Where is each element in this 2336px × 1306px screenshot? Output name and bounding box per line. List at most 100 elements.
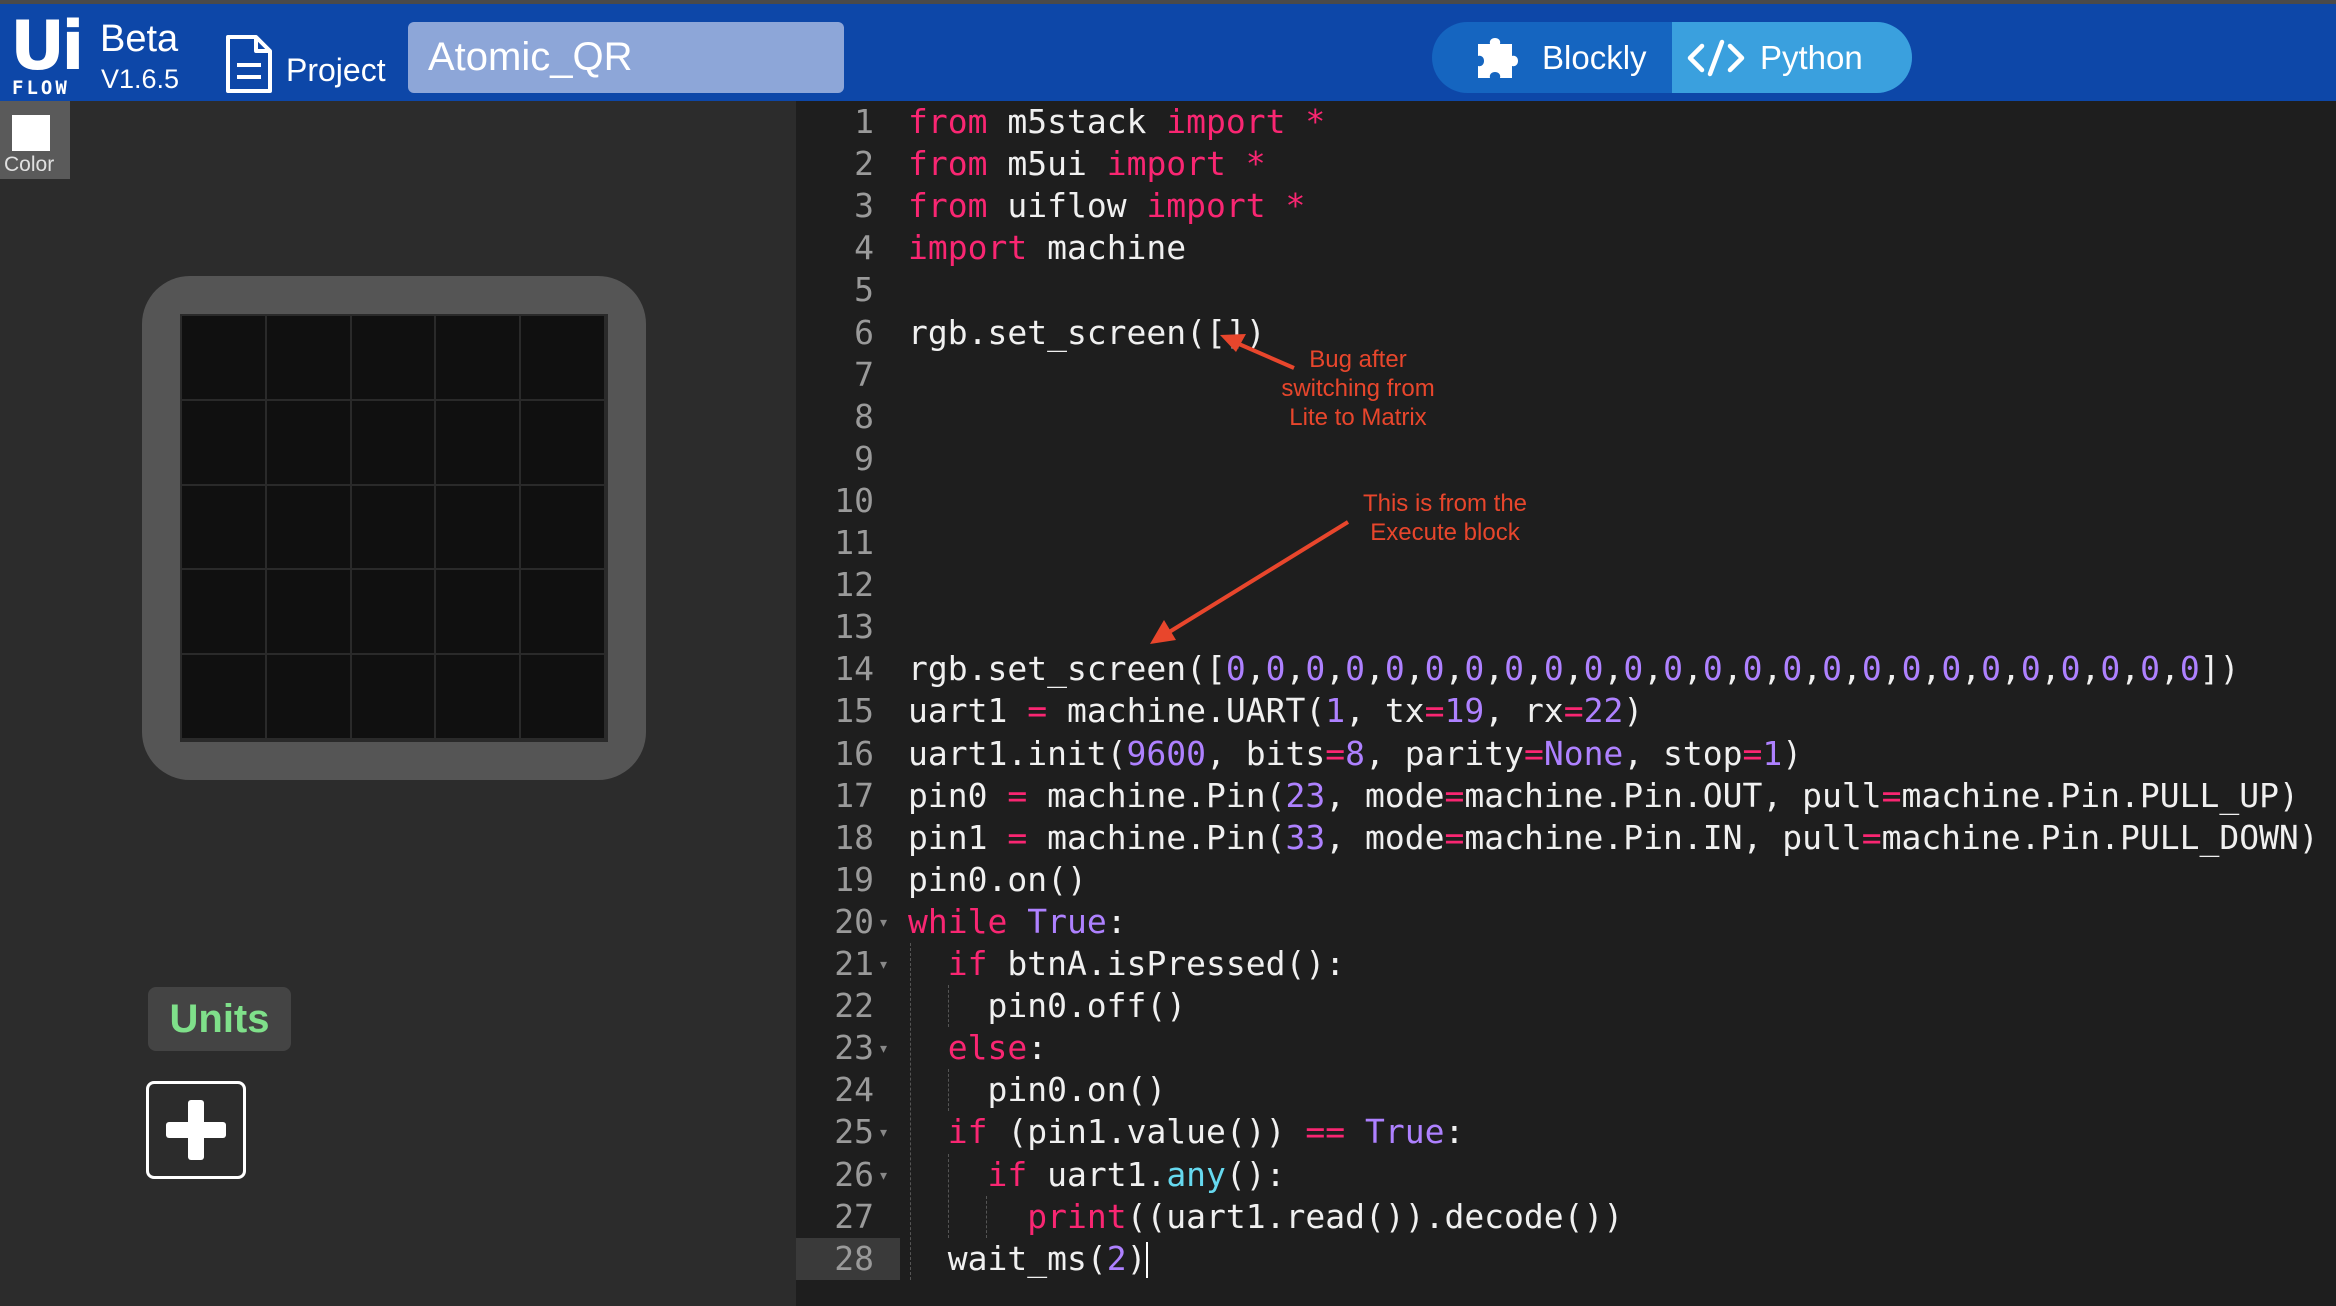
line-number: 21 (834, 944, 874, 983)
code-line[interactable]: from uiflow import * (908, 186, 1306, 226)
code-line[interactable]: if btnA.isPressed(): (947, 944, 1346, 983)
line-number: 12 (834, 565, 874, 605)
mode-toggle: Blockly Python (1432, 22, 1912, 93)
code-line[interactable]: pin0 = machine.Pin(23, mode=machine.Pin.… (908, 775, 2299, 815)
text-cursor (1146, 1242, 1149, 1279)
logo-flow-text: FLOW (12, 77, 70, 99)
blockly-label: Blockly (1542, 38, 1647, 76)
line-number: 15 (834, 691, 874, 731)
line-number: 2 (854, 144, 874, 184)
led-cell[interactable] (521, 485, 606, 571)
led-cell[interactable] (182, 400, 267, 486)
led-cell[interactable] (521, 655, 606, 740)
led-cell[interactable] (521, 316, 606, 401)
led-cell[interactable] (521, 570, 606, 656)
indent-guide (986, 1195, 987, 1238)
code-line[interactable]: uart1.init(9600, bits=8, parity=None, st… (908, 733, 1803, 773)
color-label: Color (4, 153, 55, 176)
version-label: V1.6.5 (101, 64, 180, 94)
code-line[interactable]: rgb.set_screen([0,0,0,0,0,0,0,0,0,0,0,0,… (908, 649, 2240, 689)
line-number: 6 (854, 312, 874, 352)
line-number: 18 (834, 817, 874, 857)
code-line[interactable]: from m5ui import * (908, 144, 1266, 184)
code-line[interactable]: import machine (908, 228, 1187, 268)
document-icon (226, 35, 272, 93)
project-button[interactable]: Project (224, 32, 386, 96)
indent-guide (948, 985, 949, 1028)
led-cell[interactable] (266, 570, 352, 656)
led-cell[interactable] (521, 400, 606, 486)
led-cell[interactable] (351, 570, 437, 656)
line-number: 19 (834, 859, 874, 899)
color-picker-button[interactable]: Color (0, 101, 70, 179)
code-line[interactable]: uart1 = machine.UART(1, tx=19, rx=22) (908, 691, 1644, 731)
led-cell[interactable] (436, 400, 522, 486)
line-number: 28 (834, 1238, 874, 1278)
fold-arrow-icon[interactable]: ▾ (880, 1040, 888, 1057)
line-number: 5 (854, 270, 874, 310)
code-line[interactable]: pin0.on() (908, 859, 1087, 899)
line-number: 27 (834, 1196, 874, 1236)
code-line[interactable]: print((uart1.read()).decode()) (1027, 1196, 1624, 1236)
line-number: 4 (854, 228, 874, 268)
code-line[interactable]: rgb.set_screen([]) (908, 312, 1266, 352)
line-number: 22 (834, 986, 874, 1026)
active-line-highlight (796, 1237, 900, 1280)
code-line[interactable]: pin0.on() (908, 1070, 1167, 1110)
fold-arrow-icon[interactable]: ▾ (880, 956, 888, 972)
python-mode-button[interactable]: Python (1672, 22, 1912, 93)
plus-icon (166, 1100, 226, 1160)
code-line[interactable]: from m5stack import * (908, 102, 1326, 141)
line-number: 26 (834, 1154, 874, 1194)
code-line[interactable]: if (pin1.value()) == True: (947, 1112, 1465, 1152)
line-number: 8 (854, 396, 874, 436)
led-cell[interactable] (351, 485, 437, 571)
fold-arrow-icon[interactable]: ▾ (880, 913, 888, 930)
color-swatch (12, 115, 50, 151)
code-line[interactable]: else: (947, 1028, 1048, 1068)
led-cell[interactable] (266, 655, 352, 740)
led-cell[interactable] (436, 485, 522, 571)
code-line[interactable]: while True: (908, 901, 1127, 941)
code-icon (1687, 39, 1745, 76)
line-number: 16 (834, 733, 874, 773)
code-line[interactable]: wait_ms(2) (908, 1238, 1149, 1279)
led-cell[interactable] (351, 316, 437, 401)
led-cell[interactable] (266, 485, 352, 571)
top-bar: Ui FLOW Beta V1.6.5 Project Blockly Pyth… (0, 0, 2336, 101)
fold-arrow-icon[interactable]: ▾ (880, 1124, 888, 1141)
led-cell[interactable] (436, 316, 522, 401)
indent-guide (948, 1069, 949, 1112)
led-cell[interactable] (351, 655, 437, 740)
led-cell[interactable] (266, 400, 352, 486)
blockly-mode-button[interactable]: Blockly (1432, 22, 1672, 93)
line-number: 9 (854, 438, 874, 478)
uiflow-logo: Ui FLOW (10, 13, 90, 99)
indent-guide (910, 943, 911, 1280)
led-cell[interactable] (436, 570, 522, 656)
code-line[interactable]: pin0.off() (908, 986, 1187, 1026)
beta-label: Beta (100, 18, 179, 60)
led-cell[interactable] (351, 400, 437, 486)
led-cell[interactable] (436, 655, 522, 740)
led-cell[interactable] (266, 316, 352, 401)
line-number: 24 (834, 1070, 874, 1110)
puzzle-icon (1478, 37, 1518, 78)
led-cell[interactable] (182, 316, 267, 401)
python-label: Python (1760, 38, 1863, 76)
add-unit-button[interactable] (146, 1081, 246, 1179)
led-cell[interactable] (182, 570, 267, 656)
led-cell[interactable] (182, 485, 267, 571)
code-line[interactable]: if uart1.any(): (987, 1154, 1286, 1194)
fold-arrow-icon[interactable]: ▾ (880, 1166, 888, 1183)
led-cell[interactable] (182, 655, 267, 740)
line-number: 23 (834, 1028, 874, 1068)
project-name-input[interactable] (408, 22, 844, 93)
led-matrix (180, 314, 608, 742)
line-number: 3 (854, 186, 874, 226)
code-line[interactable]: pin1 = machine.Pin(33, mode=machine.Pin.… (908, 817, 2319, 857)
